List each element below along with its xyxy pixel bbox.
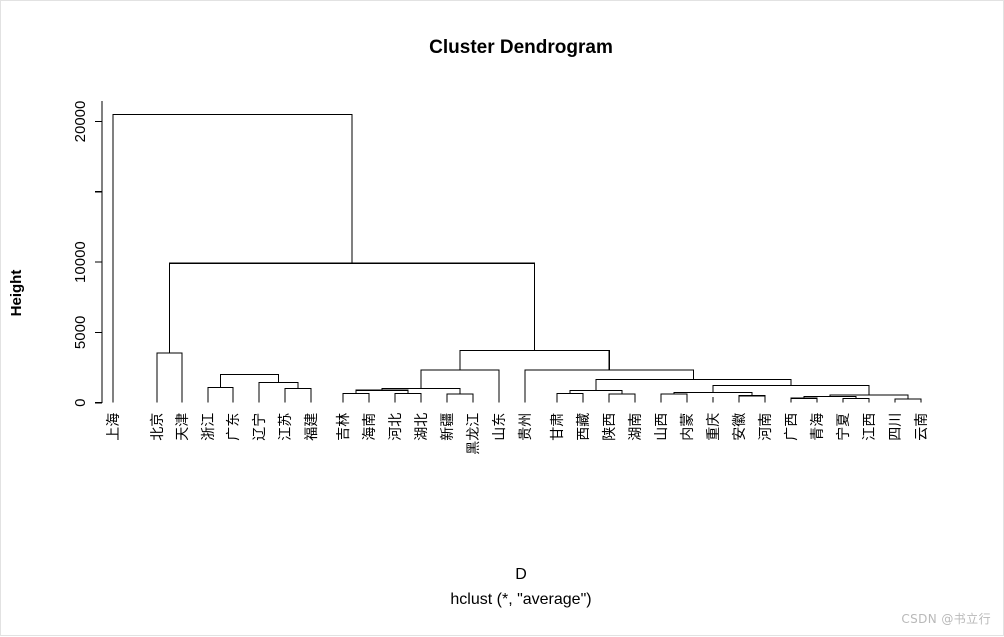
dendro-merge-m25 xyxy=(595,379,792,391)
csdn-watermark: CSDN @书立行 xyxy=(901,612,991,626)
leaf-label-25: 广西 xyxy=(784,413,800,441)
leaf-label-7: 福建 xyxy=(304,413,320,441)
dendro-merge-m16 xyxy=(738,395,766,403)
x-axis-main-label: D xyxy=(515,566,527,583)
leaf-label-15: 贵州 xyxy=(518,413,534,441)
leaf-label-27: 宁夏 xyxy=(835,413,852,441)
dendro-merge-m21 xyxy=(894,398,922,403)
dendro-merge-m19 xyxy=(790,397,818,403)
dendro-merge-m7 xyxy=(394,392,422,403)
dendro-merge-m10 xyxy=(381,387,461,394)
y-axis-title: Height xyxy=(8,270,25,317)
leaf-label-16: 甘肃 xyxy=(550,413,566,441)
y-tick-label-5000: 5000 xyxy=(72,316,89,349)
dendro-merge-m15 xyxy=(660,393,688,403)
leaf-label-24: 河南 xyxy=(758,413,774,441)
y-axis-ticks xyxy=(95,120,102,404)
leaf-label-11: 湖北 xyxy=(414,413,430,441)
y-tick-label-20000: 20000 xyxy=(72,101,89,143)
leaf-label-4: 广东 xyxy=(226,413,242,441)
leaf-label-10: 河北 xyxy=(388,413,404,441)
leaf-label-8: 吉林 xyxy=(336,413,352,441)
dendrogram-leaf-labels: 上海北京天津浙江广东辽宁江苏福建吉林海南河北湖北新疆黑龙江山东贵州甘肃西藏陕西湖… xyxy=(106,413,930,455)
leaf-label-19: 湖南 xyxy=(628,413,644,441)
dendro-merge-m4 xyxy=(258,382,299,403)
leaf-label-18: 陕西 xyxy=(602,413,618,441)
dendro-merge-m20 xyxy=(842,398,870,403)
leaf-label-1: 北京 xyxy=(150,413,166,441)
y-tick-label-0: 0 xyxy=(72,399,89,407)
dendro-merge-m9 xyxy=(446,393,474,403)
leaf-label-9: 海南 xyxy=(362,413,378,441)
leaf-label-14: 山东 xyxy=(492,413,508,441)
dendro-merge-m1 xyxy=(156,352,183,403)
dendro-merge-m22 xyxy=(803,395,857,399)
y-axis-tick-labels: 20000 10000 5000 0 xyxy=(72,101,89,407)
x-axis-sub-label: hclust (*, "average") xyxy=(450,591,591,608)
leaf-label-21: 内蒙 xyxy=(680,413,696,441)
dendro-merge-m30 xyxy=(112,113,353,403)
dendro-merge-m13 xyxy=(608,393,636,403)
leaf-label-13: 黑龙江 xyxy=(466,413,482,455)
leaf-label-30: 云南 xyxy=(914,413,930,441)
dendro-merge-m29 xyxy=(168,262,536,354)
dendro-merge-m5 xyxy=(219,373,280,388)
dendro-merge-m8 xyxy=(355,389,409,394)
leaf-label-6: 江苏 xyxy=(278,413,294,441)
dendro-merge-m24 xyxy=(712,384,870,396)
leaf-label-26: 青海 xyxy=(810,413,826,441)
dendro-merge-m2 xyxy=(207,387,234,403)
leaf-label-12: 新疆 xyxy=(440,413,456,441)
page-title: Cluster Dendrogram xyxy=(429,37,613,58)
leaf-label-20: 山西 xyxy=(654,413,670,441)
dendrogram-links xyxy=(112,113,922,403)
leaf-label-3: 浙江 xyxy=(201,413,217,441)
dendro-merge-m11 xyxy=(420,369,500,403)
leaf-label-28: 江西 xyxy=(862,413,878,441)
leaf-label-17: 西藏 xyxy=(576,413,592,441)
dendro-merge-m3 xyxy=(284,388,312,403)
dendro-merge-m12 xyxy=(556,393,584,403)
leaf-label-23: 安徽 xyxy=(732,413,748,441)
leaf-label-29: 四川 xyxy=(888,413,904,441)
dendro-merge-m27 xyxy=(459,349,610,370)
leaf-label-5: 辽宁 xyxy=(251,413,268,441)
leaf-label-2: 天津 xyxy=(175,413,191,441)
leaf-label-0: 上海 xyxy=(106,413,122,441)
leaf-label-22: 重庆 xyxy=(706,413,722,441)
y-tick-label-10000: 10000 xyxy=(72,241,89,283)
dendro-merge-m6 xyxy=(342,392,370,403)
